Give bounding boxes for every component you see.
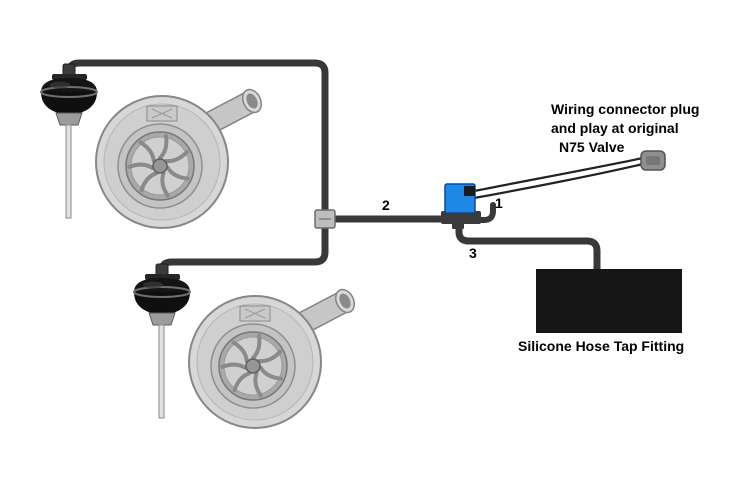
valve-wire-tab — [464, 186, 475, 196]
n75-valve-icon — [441, 183, 481, 229]
valve-bottom-port — [452, 222, 464, 229]
turbo-assembly-top — [39, 62, 267, 230]
hose-tap-fitting — [455, 218, 601, 276]
label-port-1: 1 — [495, 195, 503, 211]
valve-base — [441, 211, 481, 224]
wiring-annotation-line2: and play at original — [551, 120, 679, 136]
wiring-annotation-line3: N75 Valve — [559, 139, 625, 155]
wiring-annotation: Wiring connector plug and play at origin… — [551, 100, 699, 157]
tap-fitting-caption: Silicone Hose Tap Fitting — [518, 338, 685, 354]
label-port-3: 3 — [469, 245, 477, 261]
wiring-connector-icon — [640, 150, 666, 171]
hose-bottom-actuator — [158, 218, 329, 280]
hose-port-one-stub — [463, 202, 496, 223]
tee-fitting-icon — [314, 209, 336, 229]
label-port-2: 2 — [382, 197, 390, 213]
wiring-annotation-line1: Wiring connector plug — [551, 101, 700, 117]
wire-lines — [473, 156, 644, 200]
tap-fitting-block — [536, 269, 682, 333]
turbo-assembly-bottom — [132, 262, 360, 430]
